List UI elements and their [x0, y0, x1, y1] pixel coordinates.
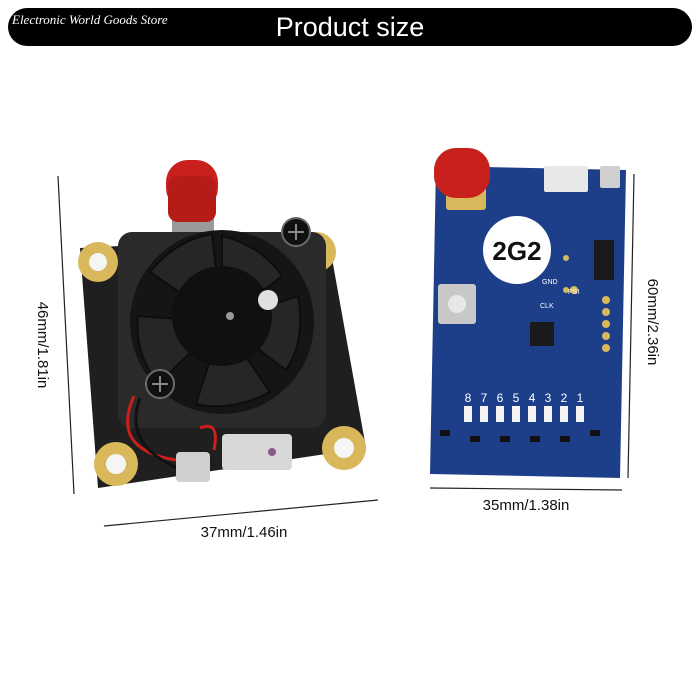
led-number: 7: [481, 391, 488, 405]
left-width-line: [103, 499, 379, 527]
right-width-line: [429, 487, 623, 491]
led-number: 3: [545, 391, 552, 405]
pin-label-gnd: GND: [542, 279, 558, 286]
pin-label-clk: CLK: [540, 303, 554, 310]
led-number: 2: [561, 391, 568, 405]
right-height-line: [627, 173, 635, 479]
led-number: 4: [529, 391, 536, 405]
left-width-label: 37mm/1.46in: [201, 524, 288, 541]
left-height-label: 46mm/1.81in: [34, 302, 51, 389]
left-height-line: [57, 175, 75, 495]
board-label: 2G2: [492, 236, 541, 266]
led-number: 1: [577, 391, 584, 405]
led-number: 6: [497, 391, 504, 405]
page-title: Product size: [275, 12, 425, 42]
right-module: [429, 148, 635, 491]
left-module: [57, 160, 379, 527]
led-number: 8: [465, 391, 472, 405]
right-height-label: 60mm/2.36in: [644, 279, 661, 366]
store-watermark: Electronic World Goods Store: [12, 12, 168, 27]
led-number: 5: [513, 391, 520, 405]
right-width-label: 35mm/1.38in: [483, 497, 570, 514]
pin-label-psi: PSI: [568, 289, 579, 296]
title-banner: [8, 8, 692, 46]
